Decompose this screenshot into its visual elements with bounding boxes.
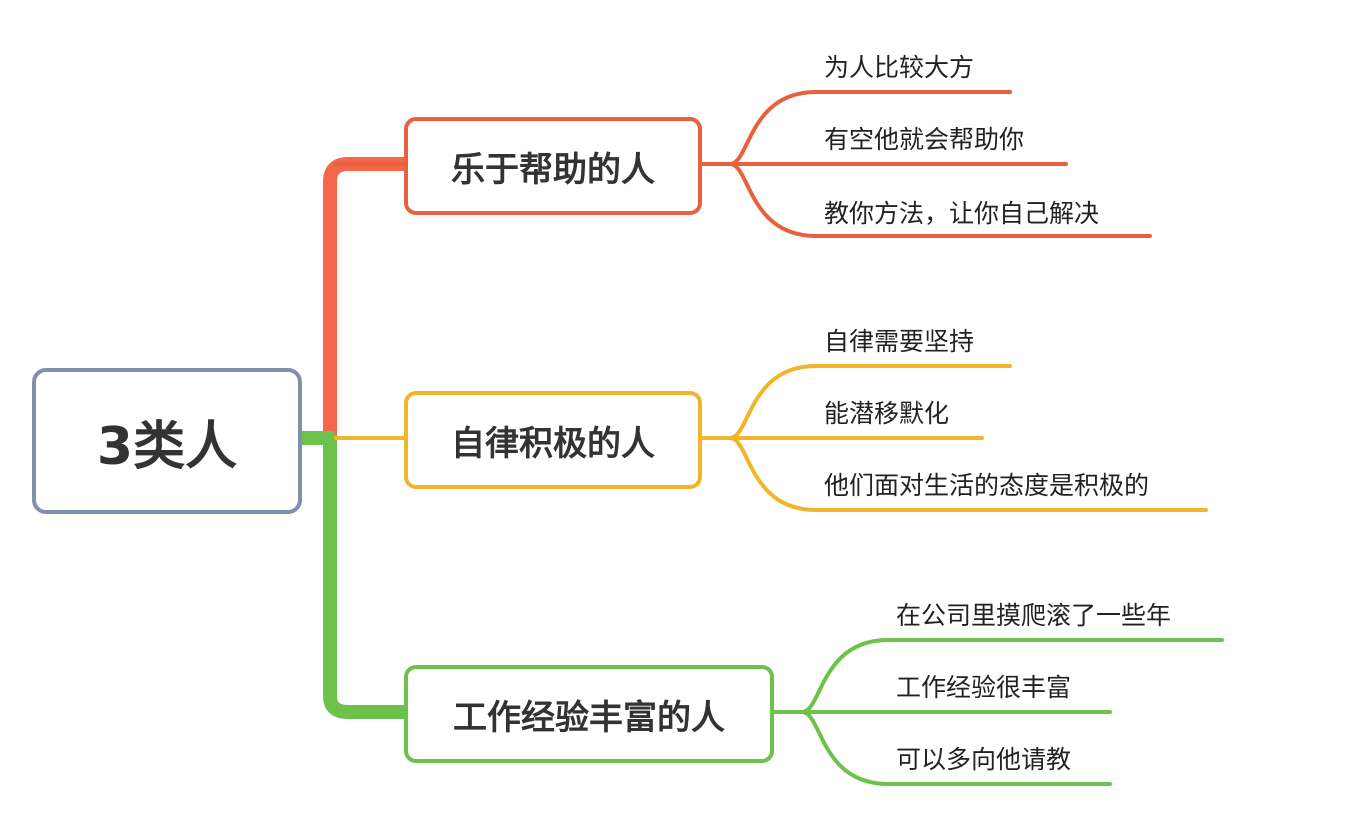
- leaf-connectors-2: [772, 638, 1224, 786]
- leaf-positive-attitude[interactable]: 他们面对生活的态度是积极的: [824, 471, 1150, 500]
- leaf-subtle-influence[interactable]: 能潜移默化: [824, 399, 950, 428]
- branch-node-disciplined[interactable]: 自律积极的人: [404, 391, 702, 489]
- leaf-helps-when-free[interactable]: 有空他就会帮助你: [824, 125, 1025, 154]
- leaf-connector: [700, 436, 1208, 512]
- leaf-ask-for-advice[interactable]: 可以多向他请教: [896, 745, 1072, 774]
- branch-node-helpful[interactable]: 乐于帮助的人: [404, 117, 702, 215]
- leaf-generous[interactable]: 为人比较大方: [824, 53, 975, 82]
- leaf-rich-experience[interactable]: 工作经验很丰富: [896, 673, 1072, 702]
- leaf-persistence[interactable]: 自律需要坚持: [824, 327, 975, 356]
- branch-node-experienced[interactable]: 工作经验丰富的人: [404, 665, 774, 763]
- trunk-connector-upper: [323, 157, 411, 445]
- trunk-connector-lower: [323, 431, 411, 719]
- leaf-connectors-1: [700, 364, 1208, 512]
- leaf-connectors-0: [700, 90, 1152, 238]
- leaf-years-at-company[interactable]: 在公司里摸爬滚了一些年: [896, 601, 1172, 630]
- leaf-connector: [700, 162, 1152, 238]
- root-node[interactable]: 3类人: [32, 368, 302, 514]
- leaf-teaches-method[interactable]: 教你方法，让你自己解决: [824, 199, 1100, 228]
- leaf-connector: [772, 710, 1112, 786]
